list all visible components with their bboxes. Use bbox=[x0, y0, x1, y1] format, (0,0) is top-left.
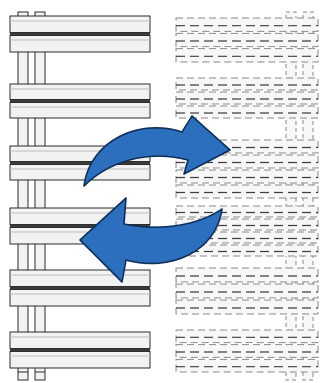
radiator-bar bbox=[9, 83, 151, 100]
ghost-bar bbox=[175, 344, 319, 358]
radiator-foot bbox=[34, 371, 46, 381]
ghost-bar bbox=[175, 283, 319, 299]
radiator-bar bbox=[9, 269, 151, 287]
radiator-bar bbox=[9, 15, 151, 33]
radiator-foot bbox=[17, 371, 29, 381]
ghost-bar bbox=[175, 184, 319, 199]
radiator-bar bbox=[9, 207, 151, 225]
ghost-bar bbox=[175, 329, 319, 344]
ghost-bar bbox=[175, 32, 319, 48]
radiator-rail bbox=[34, 11, 46, 381]
ghost-bar bbox=[175, 267, 319, 283]
ghost-bar bbox=[175, 91, 319, 105]
radiator-bar bbox=[9, 164, 151, 181]
ghost-bar bbox=[175, 169, 319, 184]
mirrored-radiator-outline-icon bbox=[175, 11, 319, 381]
ghost-bar bbox=[175, 205, 319, 218]
swap-arrows bbox=[79, 115, 231, 283]
radiator-rail bbox=[17, 11, 29, 381]
ghost-bar bbox=[175, 77, 319, 91]
curved-arrow-right-icon bbox=[83, 115, 231, 187]
radiator-bar bbox=[9, 351, 151, 369]
towel-radiator-icon bbox=[9, 11, 151, 381]
radiator-bar bbox=[9, 289, 151, 307]
ghost-bar bbox=[175, 48, 319, 63]
radiator-bar bbox=[9, 331, 151, 349]
radiator-bar bbox=[9, 35, 151, 53]
ghost-bar bbox=[175, 358, 319, 373]
ghost-bar bbox=[175, 17, 319, 32]
curved-arrow-left-icon bbox=[79, 197, 223, 283]
ghost-bar bbox=[175, 105, 319, 119]
ghost-bar bbox=[175, 299, 319, 315]
radiator-bar bbox=[9, 102, 151, 119]
ghost-bar bbox=[175, 218, 319, 231]
